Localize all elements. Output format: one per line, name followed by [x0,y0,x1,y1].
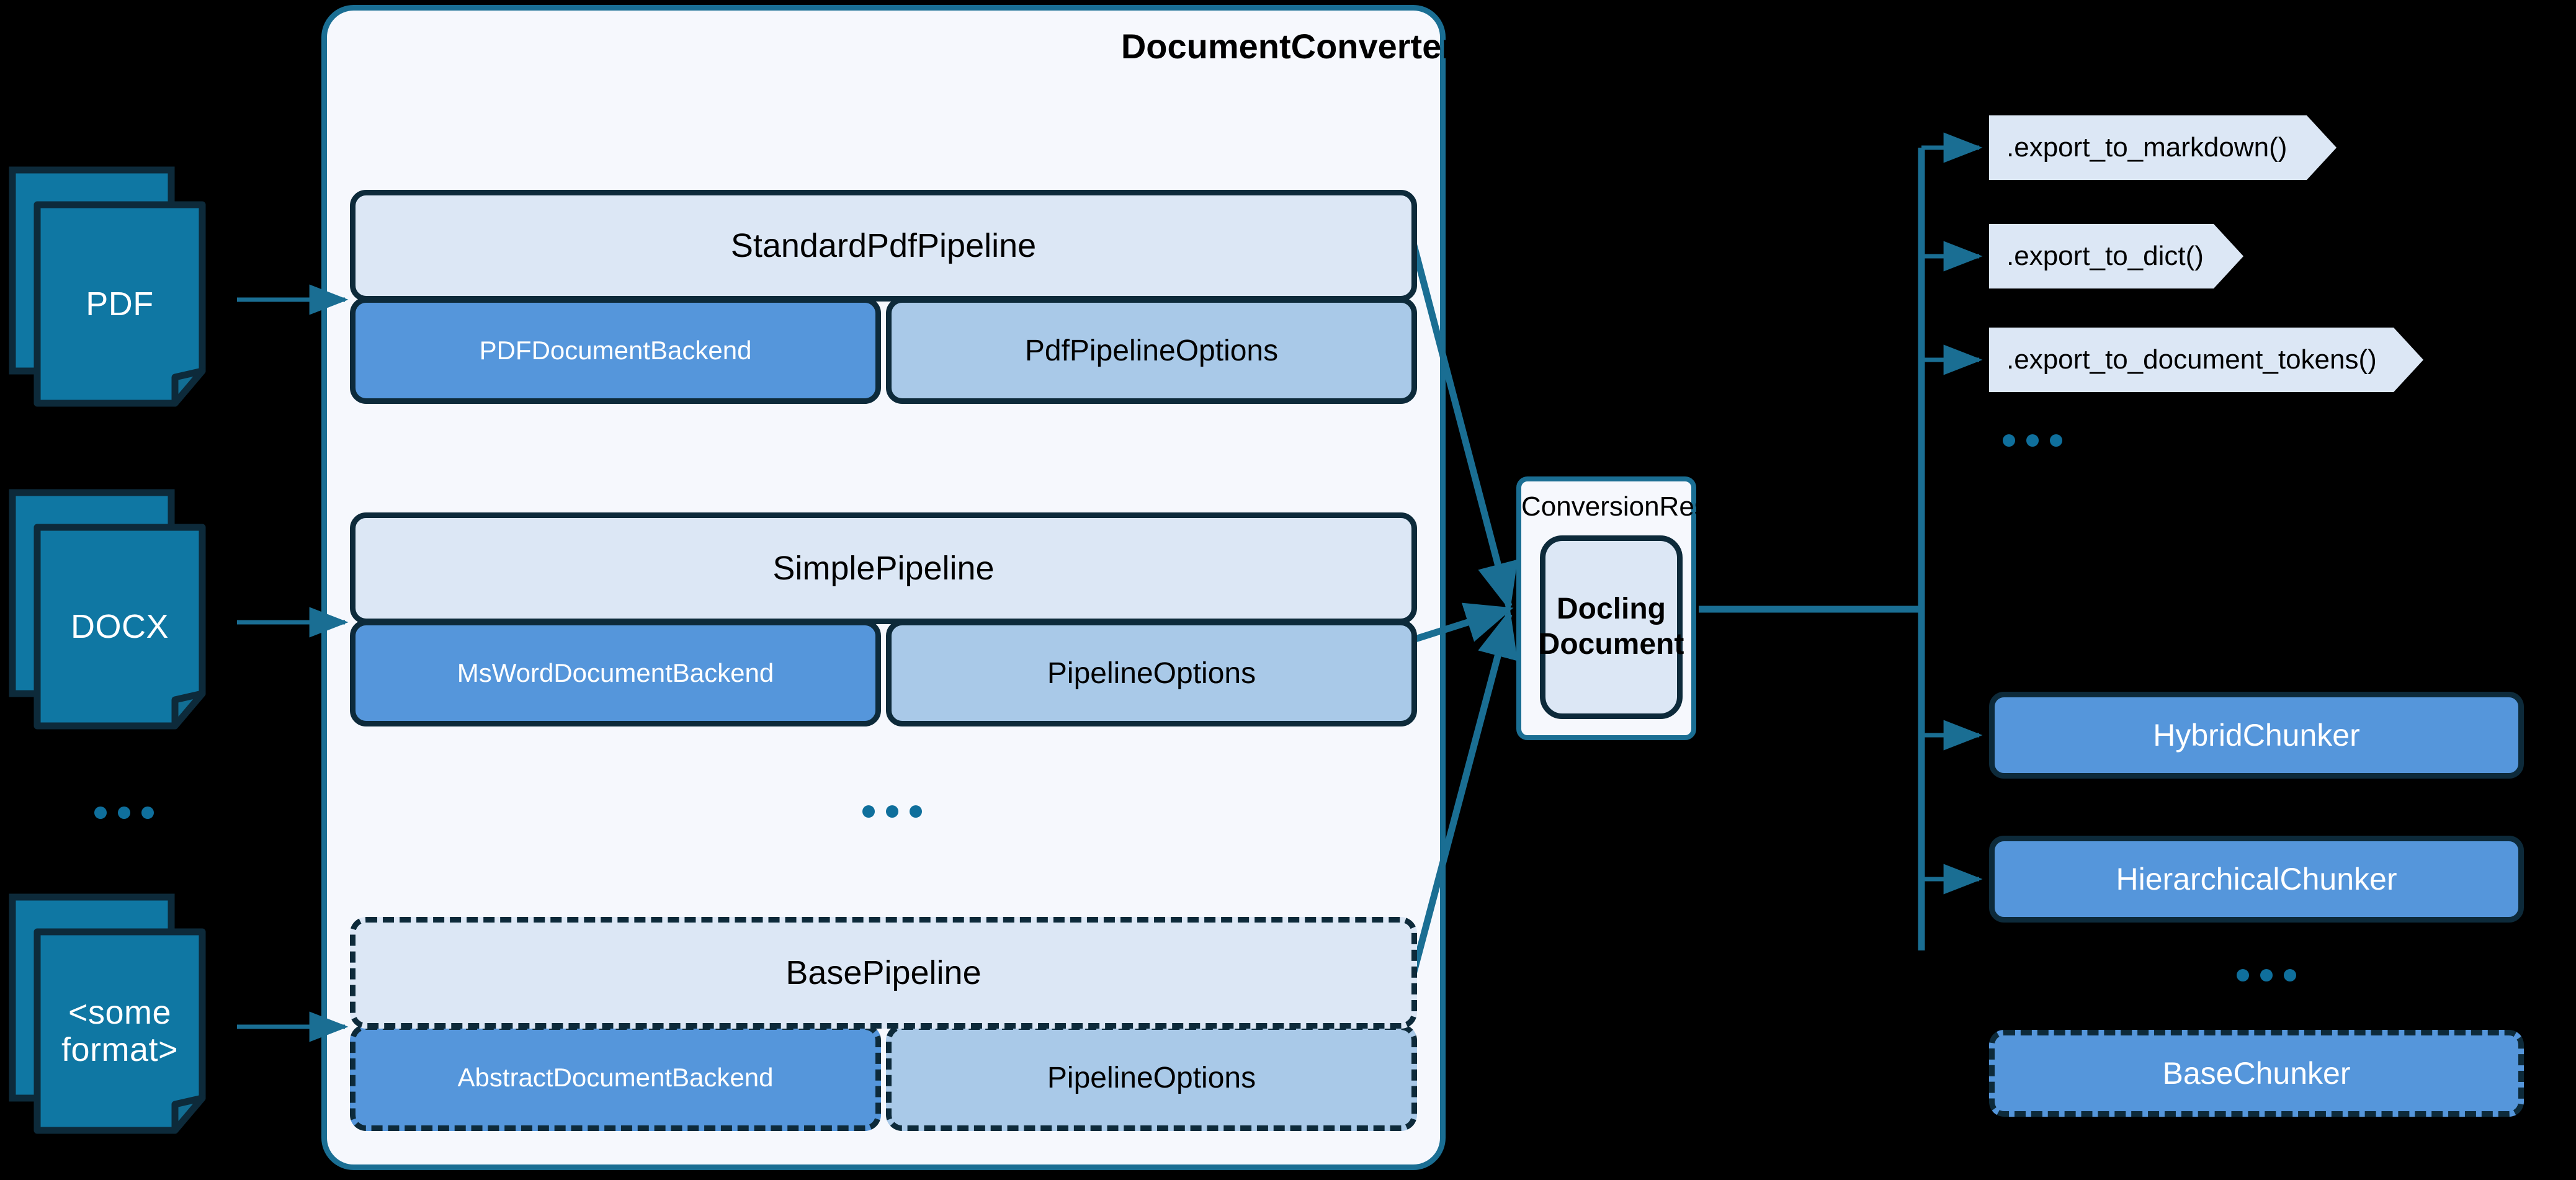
document-stack-icon [9,166,206,407]
pipeline-simple-header: SimplePipeline [350,512,1417,624]
document-stack-icon [9,489,206,730]
pipeline-base-options[interactable]: PipelineOptions [886,1024,1417,1131]
sources-ellipsis [94,807,154,819]
source-doc-pdf[interactable]: PDF [9,166,232,433]
export-markdown-label: .export_to_markdown() [2006,132,2288,163]
export-dict-label: .export_to_dict() [2006,241,2204,271]
ellipsis-dot [886,805,898,818]
chunker-hybrid[interactable]: HybridChunker [1989,692,2524,779]
export-dict-chevron[interactable]: .export_to_dict() [1989,224,2243,288]
pipelines-ellipsis [862,805,922,818]
ellipsis-dot [2260,969,2273,981]
pipeline-standard-pdf[interactable]: StandardPdfPipeline PDFDocumentBackend P… [350,190,1417,404]
export-document-tokens-chevron[interactable]: .export_to_document_tokens() [1989,328,2423,392]
ellipsis-dot [2026,434,2039,447]
trunk-branch-edges [1921,132,1983,895]
pipeline-simple-row: MsWordDocumentBackend PipelineOptions [350,620,1417,726]
pipeline-standard-pdf-row: PDFDocumentBackend PdfPipelineOptions [350,297,1417,404]
conversion-result-title: ConversionResult [1521,491,1737,522]
pipeline-standard-pdf-options[interactable]: PdfPipelineOptions [886,297,1417,404]
ellipsis-dot [2050,434,2062,447]
export-document-tokens-label: .export_to_document_tokens() [2006,344,2377,375]
chunkers-ellipsis [2237,969,2296,981]
ellipsis-dot [94,807,107,819]
pipeline-standard-pdf-header: StandardPdfPipeline [350,190,1417,302]
pipeline-base-header: BasePipeline [350,917,1417,1029]
exports-ellipsis [2003,434,2062,447]
export-markdown-chevron[interactable]: .export_to_markdown() [1989,115,2337,180]
pipeline-base[interactable]: BasePipeline AbstractDocumentBackend Pip… [350,917,1417,1131]
source-doc-other-format[interactable]: <some format> [9,893,232,1160]
pipeline-simple[interactable]: SimplePipeline MsWordDocumentBackend Pip… [350,512,1417,726]
pipeline-base-row: AbstractDocumentBackend PipelineOptions [350,1024,1417,1131]
ellipsis-dot [2003,434,2015,447]
ellipsis-dot [141,807,154,819]
pipeline-base-backend[interactable]: AbstractDocumentBackend [350,1024,881,1131]
ellipsis-dot [2284,969,2296,981]
ellipsis-dot [910,805,922,818]
chunker-hierarchical[interactable]: HierarchicalChunker [1989,836,2524,923]
ellipsis-dot [862,805,875,818]
pipeline-standard-pdf-backend[interactable]: PDFDocumentBackend [350,297,881,404]
conversion-result-container: ConversionResult Docling Document [1516,476,1737,740]
document-converter-title: DocumentConverter [1120,27,1456,66]
result-trunk-edge [1699,148,1925,950]
document-stack-icon [9,893,206,1134]
pipeline-simple-backend[interactable]: MsWordDocumentBackend [350,620,881,726]
pipeline-simple-options[interactable]: PipelineOptions [886,620,1417,726]
docling-document-box[interactable]: Docling Document [1539,535,1684,719]
source-doc-docx[interactable]: DOCX [9,489,232,756]
chunker-base[interactable]: BaseChunker [1989,1030,2524,1117]
ellipsis-dot [118,807,130,819]
ellipsis-dot [2237,969,2249,981]
